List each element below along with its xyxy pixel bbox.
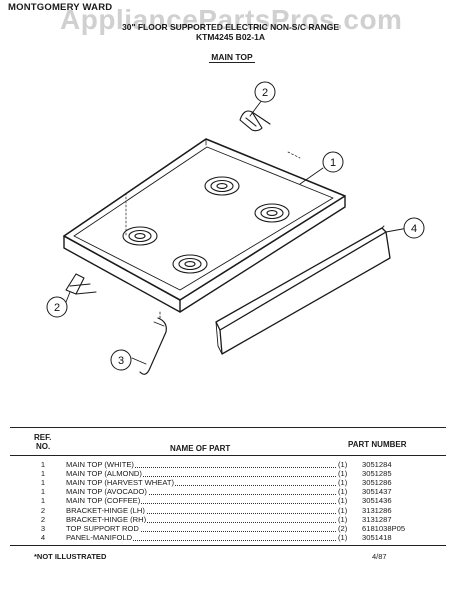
row-part-number: 3051418 [362, 532, 392, 542]
row-part-name: BRACKET-HINGE (RH) [66, 515, 286, 524]
row-part-name: MAIN TOP (COFFEE) [66, 497, 286, 505]
row-ref: 2 [40, 505, 46, 515]
row-ref: 1 [40, 478, 46, 488]
row-qty: (2) [338, 523, 348, 533]
row-qty: (1) [338, 487, 348, 497]
document-title: 30" FLOOR SUPPORTED ELECTRIC NON-S/C RAN… [122, 22, 340, 32]
row-qty: (1) [338, 469, 348, 479]
row-qty: (1) [338, 460, 348, 469]
table-bottom-rule [10, 545, 446, 546]
row-part-name: MAIN TOP (HARVEST WHEAT) [66, 479, 286, 487]
row-part-name-text: PANEL-MANIFOLD [66, 533, 134, 542]
main-top-drawing [63, 138, 346, 313]
row-qty: (1) [338, 478, 348, 488]
row-part-name: MAIN TOP (AVOCADO) [66, 488, 286, 496]
row-qty: (1) [338, 532, 348, 542]
callout-1: 1 [330, 157, 336, 169]
header-name-of-part: NAME OF PART [170, 444, 231, 453]
hinge-bracket-lh-drawing [65, 273, 97, 295]
watermark: AppliancePartsPros.com [60, 4, 403, 35]
row-ref: 4 [40, 532, 46, 542]
row-leader-dots [66, 539, 336, 541]
row-part-name-text: MAIN TOP (AVOCADO) [66, 488, 148, 496]
section-title: MAIN TOP [209, 52, 255, 63]
revision-date: 4/87 [372, 552, 387, 561]
row-leader-dots [66, 494, 336, 496]
row-part-name-text: BRACKET-HINGE (RH) [66, 515, 148, 524]
row-leader-dots [66, 476, 336, 478]
row-ref: 1 [40, 460, 46, 469]
row-qty: (1) [338, 496, 348, 506]
callout-3: 3 [118, 355, 124, 367]
row-qty: (1) [338, 505, 348, 515]
row-leader-dots [66, 530, 336, 532]
header-no: NO. [36, 442, 51, 451]
row-qty: (1) [338, 514, 348, 524]
row-ref: 2 [40, 514, 46, 524]
row-part-number: 3051285 [362, 469, 392, 479]
row-part-name: BRACKET-HINGE (LH) [66, 506, 286, 515]
row-part-number: 3051284 [362, 460, 392, 469]
row-leader-dots [66, 503, 336, 505]
row-part-name: TOP SUPPORT ROD [66, 524, 286, 533]
header-part-number: PART NUMBER [348, 440, 407, 449]
row-ref: 1 [40, 496, 46, 506]
header-ref: REF. [34, 433, 52, 442]
row-part-number: 3131286 [362, 505, 392, 515]
row-leader-dots [66, 512, 336, 514]
row-part-name-text: BRACKET-HINGE (LH) [66, 506, 146, 515]
top-support-rod-drawing [139, 311, 167, 375]
exploded-parts-diagram: 1 2 3 4 2 [46, 81, 425, 375]
row-part-number: 3051436 [362, 496, 392, 506]
row-leader-dots [66, 521, 336, 523]
row-part-name: MAIN TOP (WHITE) [66, 461, 286, 469]
brand-name: MONTGOMERY WARD [8, 2, 113, 13]
row-leader-dots [66, 467, 336, 468]
row-part-name-text: TOP SUPPORT ROD [66, 524, 140, 533]
model-number: KTM4245 B02-1A [196, 32, 265, 42]
hinge-bracket-rh-drawing [239, 110, 271, 132]
row-part-name-text: MAIN TOP (ALMOND) [66, 470, 143, 478]
row-part-number: 3051437 [362, 487, 392, 497]
row-part-name-text: MAIN TOP (HARVEST WHEAT) [66, 479, 176, 487]
row-part-name: PANEL-MANIFOLD [66, 533, 286, 542]
row-ref: 1 [40, 487, 46, 497]
callout-2-top: 2 [262, 87, 268, 99]
not-illustrated-note: *NOT ILLUSTRATED [34, 552, 107, 561]
callout-2-left: 2 [54, 302, 60, 314]
row-part-number: 3051286 [362, 478, 392, 488]
callout-4: 4 [411, 223, 417, 235]
row-part-number: 6181038P05 [362, 523, 406, 533]
row-leader-dots [66, 485, 336, 487]
table-header-rule [10, 455, 446, 456]
row-part-name: MAIN TOP (ALMOND) [66, 470, 286, 478]
row-part-name-text: MAIN TOP (WHITE) [66, 461, 135, 469]
row-ref: 3 [40, 523, 46, 533]
table-top-rule [10, 427, 446, 428]
row-part-name-text: MAIN TOP (COFFEE) [66, 497, 142, 505]
panel-manifold-drawing [215, 225, 391, 355]
row-ref: 1 [40, 469, 46, 479]
row-part-number: 3131287 [362, 514, 392, 524]
